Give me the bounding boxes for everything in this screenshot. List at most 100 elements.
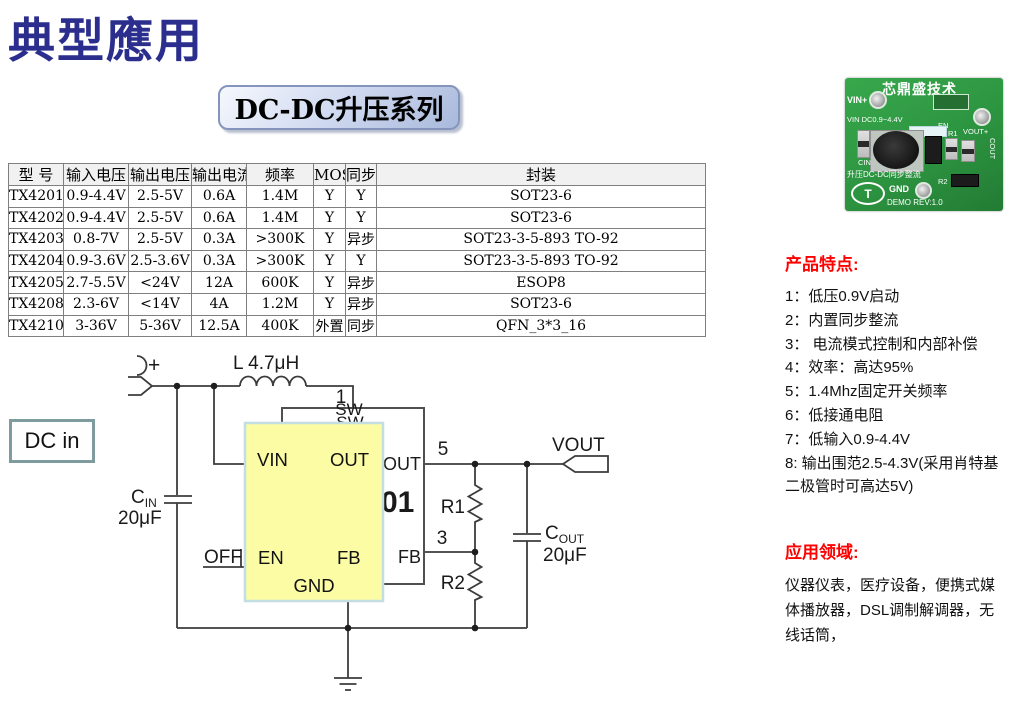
demo-board-photo: 芯鼎盛技术 VIN+ VIN DC0.9~4.4V EN R1 VOUT+ CO… bbox=[845, 78, 1003, 211]
inductor-label: L 4.7μH bbox=[233, 353, 299, 374]
dc-plus-arc-icon bbox=[136, 355, 148, 376]
dc-in-label-box: DC in bbox=[9, 419, 95, 463]
table-cell: Y bbox=[313, 271, 346, 294]
chip-part-fragment: 01 bbox=[381, 486, 414, 519]
table-cell: Y bbox=[313, 292, 346, 316]
pcb-logo: T bbox=[851, 182, 885, 205]
chip-fb-label: FB bbox=[398, 547, 421, 567]
column-header: 输入电压 bbox=[63, 163, 129, 186]
table-cell: 异步 bbox=[345, 271, 377, 294]
pcb-pad-strip bbox=[933, 94, 969, 110]
feature-item: 2：内置同步整流 bbox=[785, 311, 899, 329]
pcb-resistor-component bbox=[945, 138, 958, 160]
spec-table: 型 号输入电压输出电压输出电流频率MOS同步封装 TX42010.9-4.4V2… bbox=[8, 163, 706, 338]
feature-item: 1：低压0.9V启动 bbox=[785, 288, 900, 305]
table-cell: 1.2M bbox=[246, 292, 314, 316]
table-cell: TX4205 bbox=[8, 271, 64, 294]
r2-label: R2 bbox=[441, 573, 465, 594]
table-cell: 2.5-5V bbox=[128, 206, 192, 230]
features-heading: 产品特点: bbox=[785, 255, 859, 274]
table-cell: 5-36V bbox=[128, 314, 192, 338]
table-header-row: 型 号输入电压输出电压输出电流频率MOS同步封装 bbox=[8, 163, 706, 186]
chip-out-label: OUT bbox=[383, 454, 421, 474]
table-cell: Y bbox=[345, 185, 377, 208]
pcb-demo-rev-label: DEMO REV:1.0 bbox=[887, 198, 943, 207]
column-header: MOS bbox=[313, 163, 346, 186]
pcb-inductor-component bbox=[873, 131, 919, 169]
pcb-vout-plus-label: VOUT+ bbox=[963, 127, 989, 136]
table-cell: 0.6A bbox=[191, 206, 247, 230]
cout-label: COUT bbox=[545, 523, 585, 546]
table-cell: Y bbox=[345, 249, 377, 273]
pcb-brand-text: 芯鼎盛技术 bbox=[882, 81, 957, 97]
table-cell: Y bbox=[313, 206, 346, 230]
junction-dots bbox=[173, 382, 531, 632]
plus-terminal-label: + bbox=[148, 354, 160, 377]
pcb-screw-hole bbox=[915, 182, 932, 199]
table-cell: TX4203 bbox=[8, 228, 64, 251]
pcb-screw-hole bbox=[973, 108, 991, 126]
table-cell: TX4208 bbox=[8, 292, 64, 316]
applications-panel: 应用领域: 仪器仪表，医疗设备，便携式媒体播放器，DSL调制解调器，无线话筒， bbox=[785, 538, 1009, 648]
table-cell: >300K bbox=[246, 228, 314, 251]
table-cell: SOT23-6 bbox=[376, 206, 706, 230]
ic-yellow-box bbox=[243, 421, 385, 603]
resistor-r1-icon bbox=[466, 464, 484, 552]
table-cell: 1.4M bbox=[246, 185, 314, 208]
off-flag-line bbox=[203, 549, 245, 568]
off-label: OFF bbox=[204, 547, 242, 568]
column-header: 输出电压 bbox=[128, 163, 192, 186]
cin-label: CIN bbox=[131, 487, 157, 510]
table-cell: 2.5-5V bbox=[128, 228, 192, 251]
pcb-board-title: 升压DC-DC同步整流 bbox=[847, 170, 921, 179]
series-subtitle: DC-DC升压系列 bbox=[234, 95, 444, 126]
column-header: 封装 bbox=[376, 163, 706, 186]
table-cell: 同步 bbox=[345, 314, 377, 338]
series-subtitle-box: DC-DC升压系列 bbox=[218, 85, 460, 130]
inductor-icon bbox=[239, 375, 307, 387]
table-cell: <14V bbox=[128, 292, 192, 316]
ic-fb-label: FB bbox=[337, 547, 361, 568]
ic-vin-label: VIN bbox=[257, 449, 288, 470]
table-cell: QFN_3*3_16 bbox=[376, 314, 706, 338]
pcb-ic-component bbox=[925, 136, 942, 164]
table-cell: 4A bbox=[191, 292, 247, 316]
column-header: 频率 bbox=[246, 163, 314, 186]
table-cell: 2.5-5V bbox=[128, 185, 192, 208]
feature-item: 6：低接通电阻 bbox=[785, 406, 884, 424]
table-cell: <24V bbox=[128, 271, 192, 294]
table-cell: SOT23-3-5-893 TO-92 bbox=[376, 228, 706, 251]
cin-capacitor-icon bbox=[164, 495, 192, 504]
table-cell: TX4210 bbox=[8, 314, 64, 338]
table-cell: 0.3A bbox=[191, 228, 247, 251]
dc-in-label: DC in bbox=[24, 428, 80, 453]
cout-capacitor-icon bbox=[513, 533, 541, 542]
ic-out-label: OUT bbox=[330, 449, 369, 470]
table-cell: 异步 bbox=[345, 228, 377, 251]
spec-table-wrap: 型 号输入电压输出电压输出电流频率MOS同步封装 TX42010.9-4.4V2… bbox=[8, 163, 706, 338]
pcb-screw-hole bbox=[869, 91, 887, 109]
table-cell: SOT23-6 bbox=[376, 292, 706, 316]
pin1-number: 1 bbox=[336, 387, 347, 408]
pcb-r2-label: R2 bbox=[938, 177, 948, 186]
feature-item: 8: 输出围范2.5-4.3V(采用肖特基二极管时可高达5V) bbox=[785, 454, 999, 496]
pcb-r2-component bbox=[951, 174, 979, 187]
vout-terminal-icon bbox=[561, 455, 609, 473]
table-cell: Y bbox=[345, 206, 377, 230]
pin-sw-outer-label: SW bbox=[335, 400, 362, 419]
vout-label: VOUT bbox=[552, 435, 605, 456]
table-cell: 0.9-4.4V bbox=[63, 206, 129, 230]
pcb-r1-label: R1 bbox=[948, 129, 958, 138]
pcb-en-label: EN bbox=[938, 121, 948, 130]
table-cell: TX4204 bbox=[8, 249, 64, 273]
earth-ground-icon bbox=[334, 677, 362, 691]
table-cell: 2.3-6V bbox=[63, 292, 129, 316]
table-cell: ESOP8 bbox=[376, 271, 706, 294]
